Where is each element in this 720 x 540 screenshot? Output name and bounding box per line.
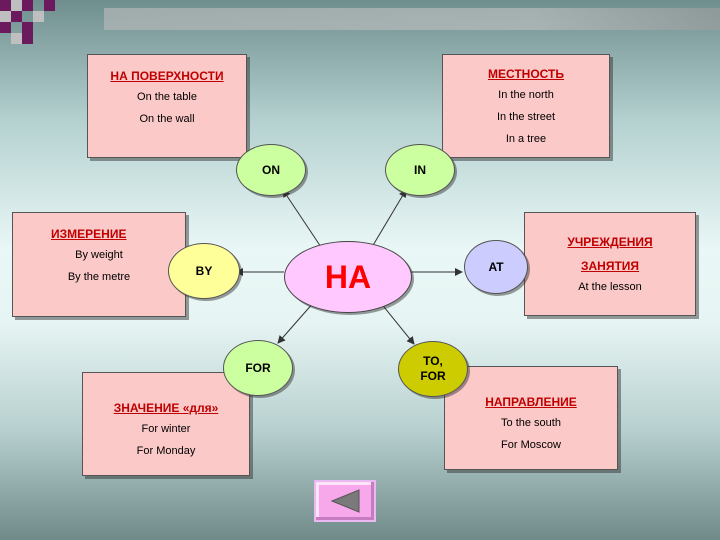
ellipse-to-for-label: TO, (423, 354, 443, 368)
ellipse-for-label: FOR (245, 361, 271, 375)
corner-square (22, 0, 33, 11)
box-measure-line: By the metre (67, 271, 131, 283)
ellipse-by-label: BY (195, 264, 213, 278)
box-meaning: ЗНАЧЕНИЕ «для» For winter For Monday (82, 372, 250, 476)
box-surface-line: On the wall (139, 113, 195, 125)
back-button[interactable] (314, 480, 376, 522)
ellipse-by: BY (168, 243, 240, 299)
arrow-for (277, 301, 315, 344)
arrow-to-for (379, 301, 415, 345)
box-meaning-line: For Monday (136, 445, 196, 457)
box-place-title: МЕСТНОСТЬ (487, 67, 565, 81)
ellipse-on-label: ON (262, 163, 280, 177)
box-surface: НА ПОВЕРХНОСТИ On the table On the wall (87, 54, 247, 158)
box-place: МЕСТНОСТЬ In the north In the street In … (442, 54, 610, 158)
ellipse-to-for-label: FOR (420, 369, 446, 383)
ellipse-on: ON (236, 144, 306, 196)
corner-square (11, 33, 22, 44)
box-direction-line: To the south (501, 417, 561, 429)
ellipse-to-for: TO, FOR (398, 341, 468, 397)
ellipse-in-label: IN (414, 163, 426, 177)
box-measure-line: By weight (75, 249, 123, 261)
center-ellipse: НА (284, 241, 412, 313)
box-measure-title: ИЗМЕРЕНИЕ (51, 227, 127, 241)
box-place-line: In the street (496, 111, 556, 123)
corner-square (33, 11, 44, 22)
ellipse-at: AT (464, 240, 528, 294)
ellipse-at-label: AT (488, 260, 504, 274)
corner-square (22, 22, 33, 33)
left-triangle-icon (330, 489, 360, 513)
corner-square (11, 11, 22, 22)
box-place-line: In the north (498, 89, 554, 101)
corner-square (0, 11, 11, 22)
corner-decoration (0, 0, 720, 44)
box-direction-title: НАПРАВЛЕНИЕ (485, 395, 577, 409)
box-surface-line: On the table (137, 91, 197, 103)
ellipse-for: FOR (223, 340, 293, 396)
box-meaning-line: For winter (141, 423, 191, 435)
box-institution-line: At the lesson (578, 281, 642, 293)
arrow-in (371, 189, 407, 248)
box-surface-title: НА ПОВЕРХНОСТИ (110, 69, 224, 83)
box-meaning-title: ЗНАЧЕНИЕ «для» (113, 401, 219, 415)
box-institution-title: ЗАНЯТИЯ (580, 259, 640, 273)
corner-square (11, 0, 22, 11)
box-direction-line: For Moscow (501, 439, 561, 451)
corner-square (0, 22, 11, 33)
center-label: НА (324, 258, 372, 295)
box-measure: ИЗМЕРЕНИЕ By weight By the metre (12, 212, 186, 317)
arrow-on (282, 189, 322, 248)
box-institution: УЧРЕЖДЕНИЯ ЗАНЯТИЯ At the lesson (524, 212, 696, 316)
corner-square (22, 33, 33, 44)
box-direction: НАПРАВЛЕНИЕ To the south For Moscow (444, 366, 618, 470)
box-place-line: In a tree (505, 133, 547, 145)
corner-square (0, 0, 11, 11)
ellipse-in: IN (385, 144, 455, 196)
corner-square (44, 0, 55, 11)
box-institution-title: УЧРЕЖДЕНИЯ (567, 235, 653, 249)
header-strip (104, 8, 720, 30)
